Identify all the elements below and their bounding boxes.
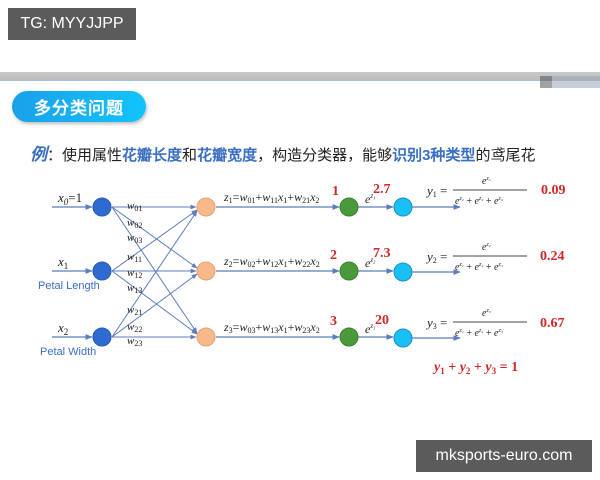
svg-text:ez₁ + ez₂ + ez₃: ez₁ + ez₂ + ez₃ <box>455 196 503 207</box>
exp-value-3: 20 <box>375 313 389 328</box>
hidden-nodes <box>196 197 216 347</box>
subtitle-part: ，构造分类器，能够 <box>257 147 393 164</box>
exp-nodes <box>339 197 359 347</box>
output-node-y1 <box>393 197 413 217</box>
weight-w12: w12 <box>127 267 142 280</box>
z-values: 1 2 3 <box>330 184 339 329</box>
prob-y3: 0.67 <box>540 316 565 331</box>
weight-w03: w03 <box>127 232 142 245</box>
svg-text:ez₁ + ez₂ + ez₃: ez₁ + ez₂ + ez₃ <box>455 328 503 339</box>
subtitle-part: 的鸢尾花 <box>475 147 536 164</box>
prob-y1: 0.09 <box>541 183 566 198</box>
svg-text:ez₂: ez₂ <box>482 242 491 253</box>
z3-equation: z3=w03+w13x1+w23x2 <box>223 320 320 335</box>
sum-node-z3 <box>196 327 216 347</box>
weight-w22: w22 <box>127 321 142 334</box>
z-equations: z1=w01+w11x1+w21x2 z2=w02+w12x1+w22x2 z3… <box>223 190 320 335</box>
exp-label-1: ez₁ <box>365 192 376 206</box>
slide-top-bar <box>0 72 600 81</box>
slide-subtitle: 例：使用属性花瓣长度和花瓣宽度，构造分类器，能够识别3种类型的鸢尾花 <box>30 140 535 165</box>
output-nodes <box>393 197 413 348</box>
weight-w02: w02 <box>127 217 142 230</box>
input-label-x0: x0=1 <box>57 190 82 207</box>
caption-petal-length: Petal Length <box>38 280 100 292</box>
subtitle-colon: ： <box>47 147 63 164</box>
subtitle-highlight-three-types: 识别3种类型 <box>392 147 476 164</box>
weight-w13: w13 <box>127 282 142 295</box>
weight-w21: w21 <box>127 304 142 317</box>
blurred-corner-mark <box>540 76 600 88</box>
exp-node-1 <box>339 197 359 217</box>
input-node-x1 <box>92 261 112 281</box>
sum-node-z2 <box>196 261 216 281</box>
svg-text:ez₁: ez₁ <box>482 176 491 187</box>
softmax-y3: y3 = ez₃ ez₁ + ez₂ + ez₃ <box>425 308 527 339</box>
svg-text:y2 =: y2 = <box>425 249 447 265</box>
weight-edges <box>111 204 198 340</box>
input-label-x1: x1 <box>57 254 68 271</box>
subtitle-highlight-petal-length: 花瓣长度 <box>122 147 183 164</box>
watermark-top: TG: MYYJJPP <box>8 8 136 40</box>
exp-labels: ez₁ ez₂ ez₃ <box>365 192 376 336</box>
exp-node-3 <box>339 327 359 347</box>
input-arrows <box>52 204 93 340</box>
output-node-y3 <box>393 328 413 348</box>
z2-value: 2 <box>330 248 337 263</box>
input-labels: x0=1 x1 x2 <box>57 190 82 337</box>
weight-labels: w01 w02 w03 w11 w12 w13 w21 w22 w23 <box>127 200 142 348</box>
watermark-bottom: mksports-euro.com <box>416 440 592 472</box>
exp-values: 2.7 7.3 20 <box>373 182 391 328</box>
z2-equation: z2=w02+w12x1+w22x2 <box>223 254 320 269</box>
svg-text:ez₃: ez₃ <box>482 308 491 319</box>
input-nodes <box>92 197 112 347</box>
prob-y2: 0.24 <box>540 249 565 264</box>
weight-w23: w23 <box>127 335 142 348</box>
output-edges <box>216 204 461 341</box>
exp-node-2 <box>339 261 359 281</box>
input-node-x2 <box>92 327 112 347</box>
weight-w01: w01 <box>127 200 142 213</box>
z1-value: 1 <box>332 184 339 199</box>
svg-text:y3 =: y3 = <box>425 315 447 331</box>
svg-text:y1 =: y1 = <box>425 183 447 199</box>
softmax-y1: y1 = ez₁ ez₁ + ez₂ + ez₃ <box>425 176 527 207</box>
example-label: 例 <box>30 145 47 164</box>
exp-value-1: 2.7 <box>373 182 391 197</box>
softmax-y2: y2 = ez₂ ez₁ + ez₂ + ez₃ <box>425 242 527 273</box>
input-label-x2: x2 <box>57 320 68 337</box>
exp-label-2: ez₂ <box>365 256 376 270</box>
subtitle-part: 和 <box>182 147 198 164</box>
sum-node-z1 <box>196 197 216 217</box>
probability-values: 0.09 0.24 0.67 <box>540 183 566 331</box>
svg-text:ez₁ + ez₂ + ez₃: ez₁ + ez₂ + ez₃ <box>455 262 503 273</box>
z3-value: 3 <box>330 314 337 329</box>
exp-label-3: ez₃ <box>365 322 376 336</box>
z1-equation: z1=w01+w11x1+w21x2 <box>223 190 319 205</box>
input-node-x0 <box>92 197 112 217</box>
slide-title: 多分类问题 <box>12 91 146 122</box>
softmax-formulas: y1 = ez₁ ez₁ + ez₂ + ez₃ y2 = ez₂ ez₁ + … <box>425 176 527 339</box>
subtitle-part: 使用属性 <box>62 147 123 164</box>
sum-equation: y1 + y2 + y3 = 1 <box>432 360 518 376</box>
exp-value-2: 7.3 <box>373 246 391 261</box>
subtitle-highlight-petal-width: 花瓣宽度 <box>197 147 258 164</box>
output-node-y2 <box>393 262 413 282</box>
weight-w11: w11 <box>127 251 142 264</box>
caption-petal-width: Petal Width <box>40 346 96 358</box>
